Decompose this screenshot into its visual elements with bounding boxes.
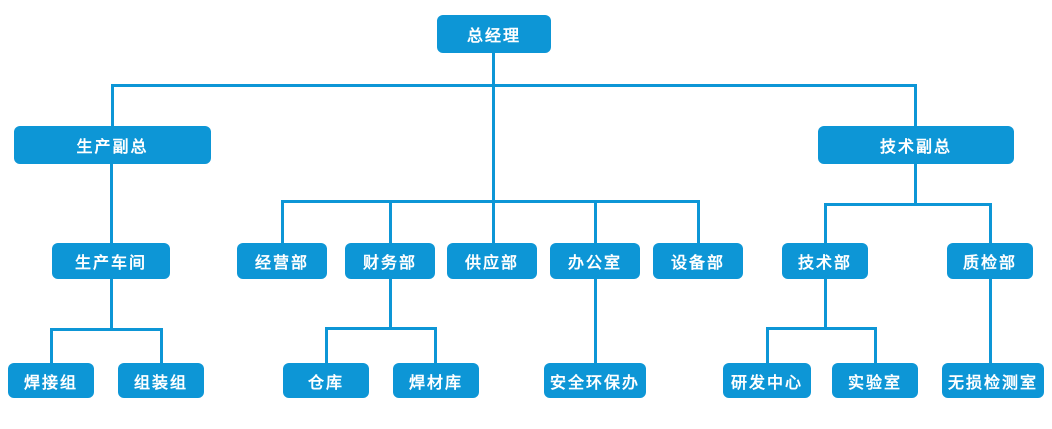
connector-finance-horizontal	[325, 327, 437, 330]
org-node-label: 总经理	[466, 26, 521, 45]
org-node-general-manager: 总经理	[437, 15, 551, 53]
org-node-safety-env-office: 安全环保办	[544, 363, 646, 398]
connector-drop-laboratory	[874, 327, 877, 363]
org-node-equipment-dept: 设备部	[653, 243, 743, 279]
org-node-technical-dept: 技术部	[782, 243, 868, 279]
connector-drop-welding-store	[434, 327, 437, 363]
connector-drop-vp-prod	[111, 84, 114, 126]
connector-finance-stem	[389, 279, 392, 327]
org-node-assembly-group: 组装组	[118, 363, 204, 398]
connector-gm-trunk	[492, 53, 495, 243]
org-node-label: 仓库	[307, 372, 344, 392]
org-node-label: 研发中心	[730, 372, 803, 392]
connector-office-safety	[594, 279, 597, 363]
connector-workshop-stem	[110, 279, 113, 328]
org-node-welding-material-store: 焊材库	[393, 363, 479, 398]
org-node-label: 安全环保办	[549, 372, 640, 392]
org-node-technical-vp: 技术副总	[818, 126, 1014, 164]
connector-tech-horizontal	[766, 327, 877, 330]
org-node-label: 组装组	[133, 372, 188, 392]
org-node-warehouse: 仓库	[283, 363, 369, 398]
org-node-label: 质检部	[962, 253, 1017, 272]
org-node-finance-dept: 财务部	[345, 243, 435, 279]
connector-drop-dept-qc	[989, 203, 992, 243]
connector-workshop-horizontal	[50, 328, 163, 331]
connector-drop-dept-finance	[389, 200, 392, 243]
org-node-label: 无损检测室	[947, 372, 1038, 392]
connector-drop-dept-tech	[824, 203, 827, 243]
connector-drop-dept-office	[594, 200, 597, 243]
connector-level1-horizontal	[111, 84, 917, 87]
org-node-label: 焊材库	[408, 372, 463, 392]
org-node-label: 焊接组	[23, 372, 78, 392]
connector-drop-dept-mgmt	[281, 200, 284, 243]
connector-drop-vp-tech	[914, 84, 917, 126]
connector-drop-grp-welding	[50, 328, 53, 363]
org-node-label: 经营部	[254, 253, 309, 272]
org-node-production-workshop: 生产车间	[52, 243, 170, 279]
org-node-label: 生产车间	[74, 253, 147, 272]
org-node-management-dept: 经营部	[237, 243, 327, 279]
connector-vpprod-workshop	[110, 164, 113, 243]
org-node-label: 办公室	[567, 253, 622, 272]
connector-drop-rd-center	[766, 327, 769, 363]
org-node-label: 技术部	[797, 253, 852, 272]
org-node-label: 供应部	[464, 253, 519, 272]
connector-vptech-stem	[914, 164, 917, 203]
connector-vptech-horizontal	[824, 203, 992, 206]
org-node-supply-dept: 供应部	[447, 243, 537, 279]
org-node-laboratory: 实验室	[832, 363, 918, 398]
connector-depts-horizontal	[281, 200, 700, 203]
connector-drop-grp-assembly	[160, 328, 163, 363]
org-node-welding-group: 焊接组	[8, 363, 94, 398]
org-node-quality-dept: 质检部	[947, 243, 1033, 279]
org-node-label: 技术副总	[879, 137, 952, 156]
connector-qc-ndt	[989, 279, 992, 363]
org-node-label: 生产副总	[76, 137, 149, 156]
org-node-label: 设备部	[670, 253, 725, 272]
org-node-label: 实验室	[847, 372, 902, 392]
connector-tech-stem	[824, 279, 827, 327]
org-node-ndt-room: 无损检测室	[942, 363, 1044, 398]
org-node-rd-center: 研发中心	[723, 363, 811, 398]
org-node-office: 办公室	[550, 243, 640, 279]
connector-drop-warehouse	[325, 327, 328, 363]
org-node-label: 财务部	[362, 253, 417, 272]
org-node-production-vp: 生产副总	[14, 126, 211, 164]
connector-drop-dept-equipment	[697, 200, 700, 243]
